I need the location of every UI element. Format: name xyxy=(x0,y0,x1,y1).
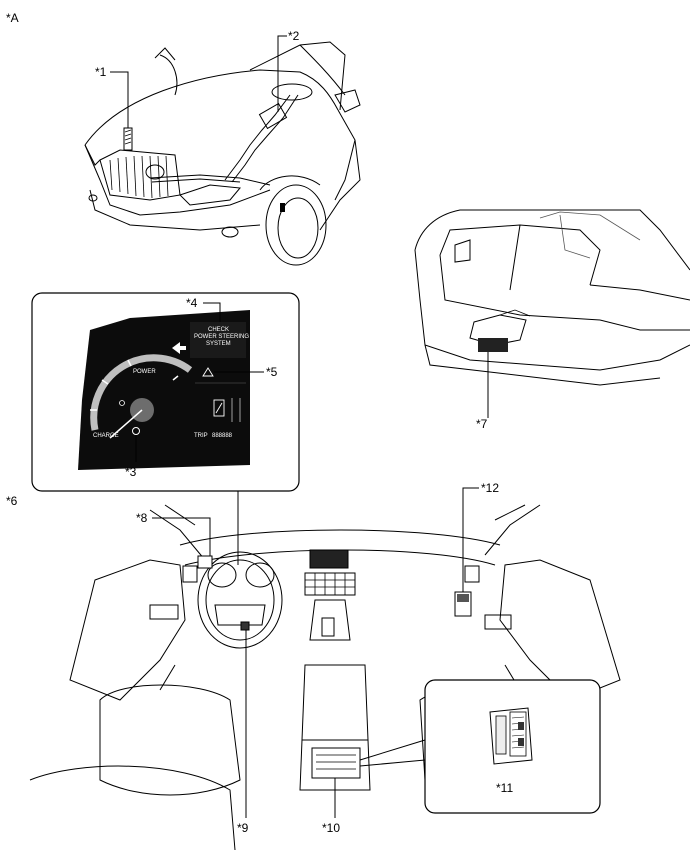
leader-line-1 xyxy=(110,71,129,128)
callout-12: *12 xyxy=(481,481,499,495)
callout-7: *7 xyxy=(476,417,488,431)
trip-label: TRIP xyxy=(194,433,208,439)
message-line-2: POWER STEERING xyxy=(194,334,249,340)
callout-5: *5 xyxy=(266,365,278,379)
front-car-illustration xyxy=(84,41,361,266)
leader-line-4 xyxy=(203,302,221,322)
ecu-illustration xyxy=(489,707,533,765)
callout-11: *11 xyxy=(496,781,513,795)
figure-label: *A xyxy=(6,11,19,25)
leader-line-12 xyxy=(462,487,479,592)
callout-3: *3 xyxy=(125,465,137,479)
callout-1: *1 xyxy=(95,65,107,79)
odometer-readout: 888888 xyxy=(212,433,233,439)
fuel-gauge-icon xyxy=(213,399,225,417)
master-warning-icon xyxy=(202,367,214,377)
leader-line-8 xyxy=(152,517,211,556)
eco-icon xyxy=(119,400,125,406)
callout-9: *9 xyxy=(237,821,249,835)
rear-car-illustration xyxy=(414,209,690,386)
callout-6: *6 xyxy=(6,494,18,508)
callout-4: *4 xyxy=(186,296,198,310)
ps-warning-lamp-icon xyxy=(132,427,140,435)
turn-signal-icon xyxy=(172,342,186,354)
gauge-charge-label: CHARGE xyxy=(93,433,119,439)
callout-8: *8 xyxy=(136,511,148,525)
combination-meter-illustration: POWER CHARGE CHECK POWER STEERING SYSTEM… xyxy=(78,310,250,470)
message-line-1: CHECK xyxy=(208,327,229,333)
callout-10: *10 xyxy=(322,821,340,835)
callout-2: *2 xyxy=(288,29,300,43)
gauge-power-label: POWER xyxy=(133,369,156,375)
leader-line-2 xyxy=(277,35,287,112)
message-line-3: SYSTEM xyxy=(206,341,231,347)
